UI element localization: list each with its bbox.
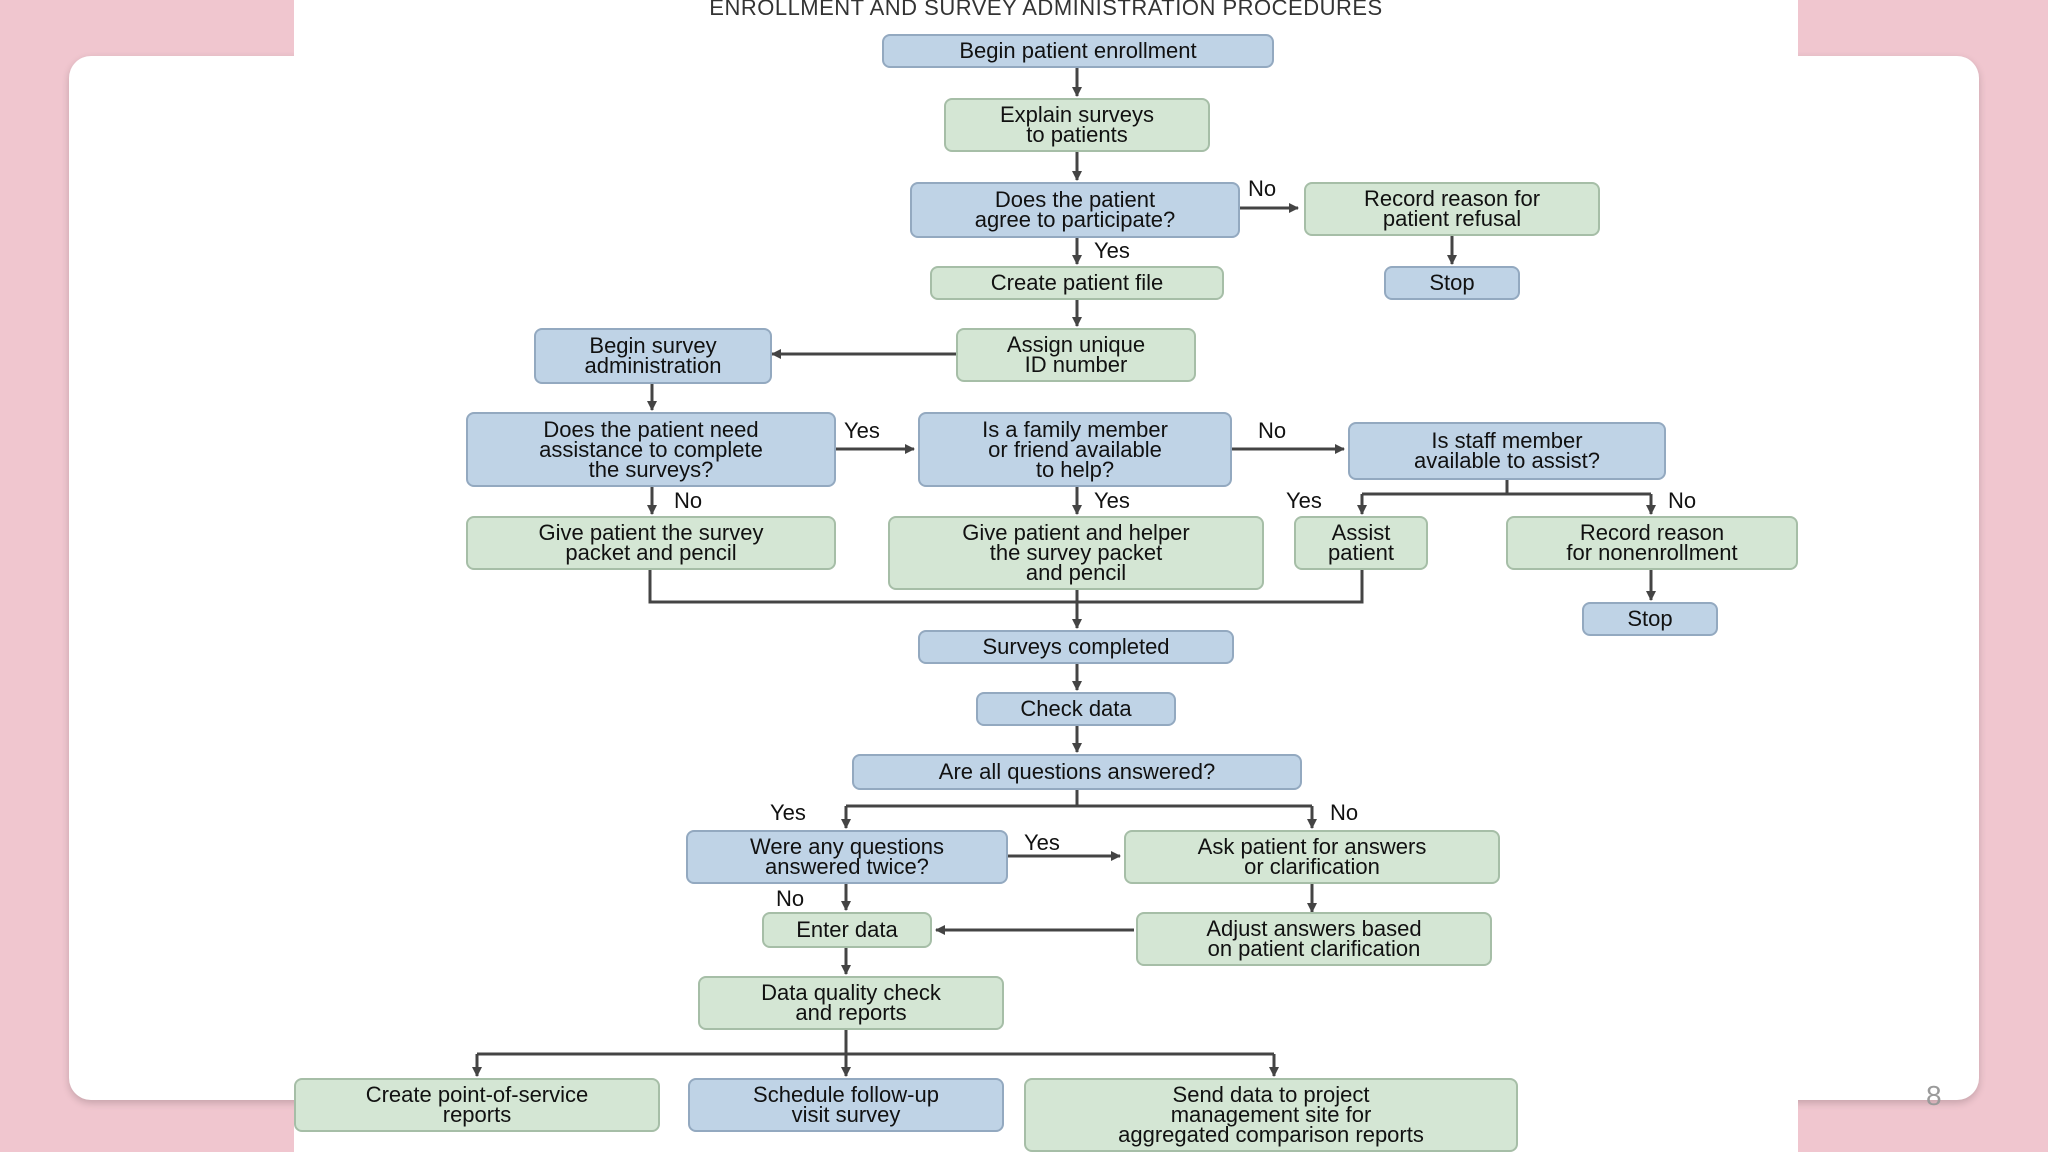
node-schedule-followup: Schedule follow-up visit survey <box>688 1078 1004 1132</box>
node-assist-patient: Assist patient <box>1294 516 1428 570</box>
label-answered-no: No <box>1330 800 1359 825</box>
node-give-helper: Give patient and helper the survey packe… <box>888 516 1264 590</box>
page-number: 8 <box>1926 1080 1942 1111</box>
label-family-no: No <box>1258 418 1287 443</box>
label-agree-yes: Yes <box>1094 238 1130 263</box>
node-adjust-answers: Adjust answers based on patient clarific… <box>1136 912 1492 966</box>
label-staff-no: No <box>1668 488 1697 513</box>
label-assist-yes: Yes <box>844 418 880 443</box>
label-answered-yes: Yes <box>770 800 806 825</box>
label-agree-no: No <box>1248 176 1277 201</box>
node-family-available: Is a family member or friend available t… <box>918 412 1232 487</box>
label-assist-no: No <box>674 488 703 513</box>
node-assign-id: Assign unique ID number <box>956 328 1196 382</box>
node-check-data: Check data <box>976 692 1176 726</box>
node-give-patient: Give patient the survey packet and penci… <box>466 516 836 570</box>
connector-lines <box>472 68 1656 1077</box>
label-twice-yes: Yes <box>1024 830 1060 855</box>
node-begin-survey: Begin survey administration <box>534 328 772 384</box>
node-stop-nonenrollment: Stop <box>1582 602 1718 636</box>
node-begin-enrollment: Begin patient enrollment <box>882 34 1274 68</box>
line-merge <box>648 570 1364 604</box>
node-pos-reports: Create point-of-service reports <box>294 1078 660 1132</box>
node-need-assistance: Does the patient need assistance to comp… <box>466 412 836 487</box>
node-record-nonenrollment: Record reason for nonenrollment <box>1506 516 1798 570</box>
label-twice-no: No <box>776 886 805 911</box>
figure-title: ENROLLMENT AND SURVEY ADMINISTRATION PRO… <box>709 0 1383 20</box>
node-answered-twice: Were any questions answered twice? <box>686 830 1008 884</box>
node-ask-patient: Ask patient for answers or clarification <box>1124 830 1500 884</box>
node-all-answered: Are all questions answered? <box>852 754 1302 790</box>
node-quality-check: Data quality check and reports <box>698 976 1004 1030</box>
node-surveys-completed: Surveys completed <box>918 630 1234 664</box>
node-explain-surveys: Explain surveys to patients <box>944 98 1210 152</box>
node-create-file: Create patient file <box>930 266 1224 300</box>
label-staff-yes: Yes <box>1286 488 1322 513</box>
node-record-refusal: Record reason for patient refusal <box>1304 182 1600 236</box>
node-staff-available: Is staff member available to assist? <box>1348 422 1666 480</box>
node-enter-data: Enter data <box>762 912 932 948</box>
flowchart-figure: ENROLLMENT AND SURVEY ADMINISTRATION PRO… <box>294 0 1798 1152</box>
label-family-yes: Yes <box>1094 488 1130 513</box>
node-agree-participate: Does the patient agree to participate? <box>910 182 1240 238</box>
node-stop-refusal: Stop <box>1384 266 1520 300</box>
node-send-data: Send data to project management site for… <box>1024 1078 1518 1152</box>
